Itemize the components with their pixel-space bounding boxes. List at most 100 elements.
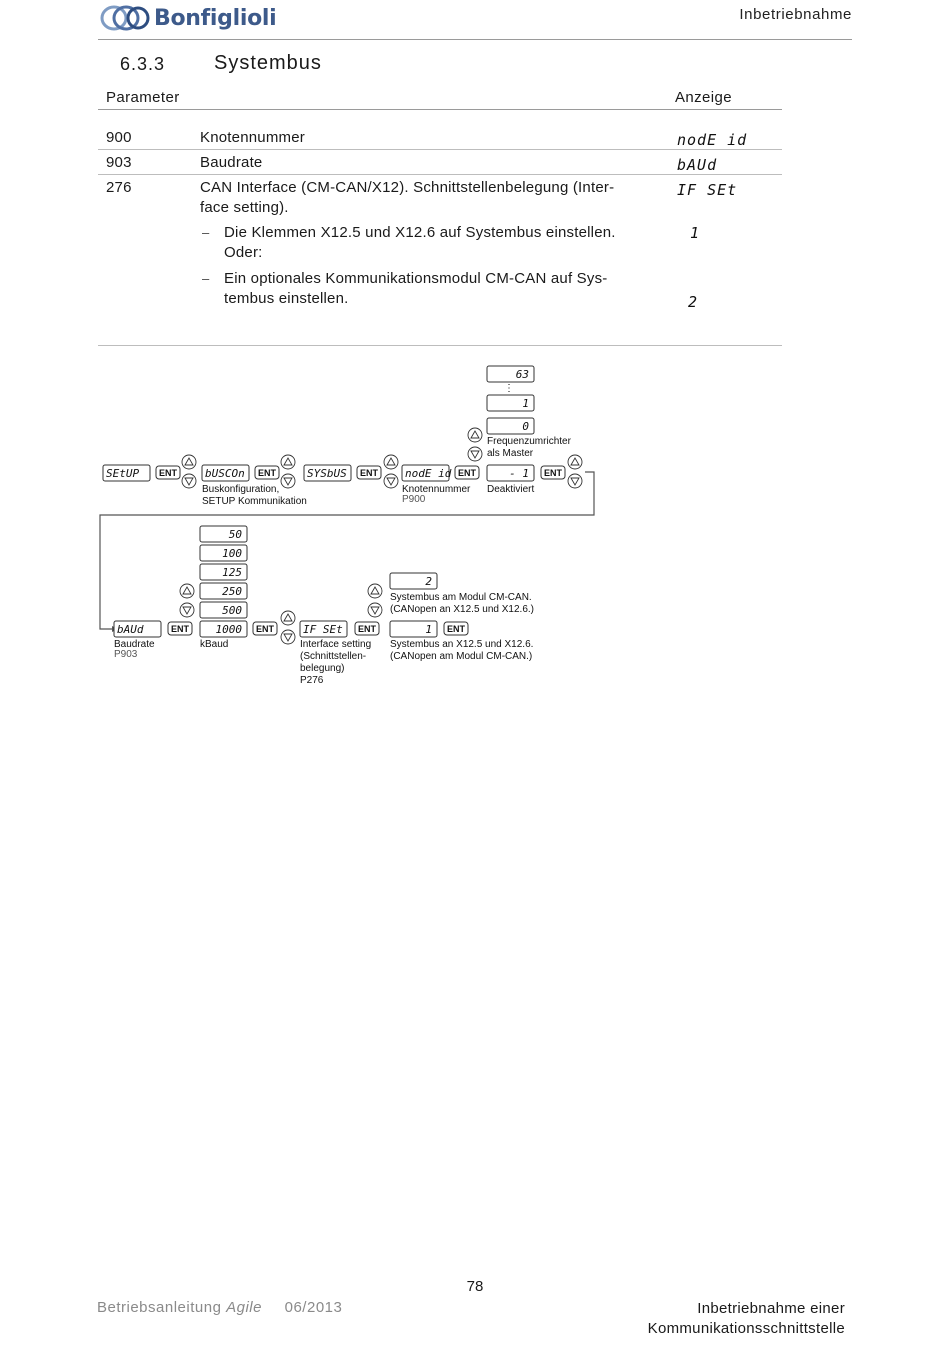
- ent-key-icon: [252, 621, 278, 636]
- lcd-nodeid: nodE id: [405, 467, 452, 480]
- label-buskonf-line2: SETUP Kommunikation: [202, 496, 307, 507]
- column-header-display: Anzeige: [675, 89, 733, 106]
- up-arrow-key-icon: [467, 427, 483, 443]
- table-header-divider: [98, 109, 782, 110]
- lcd-box: [102, 464, 151, 482]
- display-value: nodE id: [677, 131, 748, 149]
- param-number: 276: [106, 179, 132, 196]
- footer-product: Agile: [226, 1299, 262, 1316]
- baud-value: 500: [222, 604, 242, 617]
- lcd-box: [389, 620, 438, 638]
- lcd-ifset: IF SEt: [303, 623, 343, 636]
- menu-navigation-diagram: 63 ⋮ 1 0 Frequenzumrichter als Master SE…: [99, 365, 595, 686]
- bullet-text-line1: Die Klemmen X12.5 und X12.6 auf Systembu…: [224, 224, 616, 241]
- row-divider: [98, 149, 782, 150]
- lcd-value: 1: [522, 397, 529, 410]
- label-p900: P900: [402, 494, 426, 505]
- ent-label: ENT: [360, 468, 379, 478]
- header-divider: [98, 39, 852, 40]
- ent-label: ENT: [171, 624, 190, 634]
- down-arrow-key-icon: [280, 629, 296, 645]
- lcd-box: [199, 620, 248, 638]
- lcd-value: 0: [522, 420, 529, 433]
- up-arrow-key-icon: [181, 454, 197, 470]
- param-text: Baudrate: [200, 154, 263, 171]
- page-number: 78: [466, 1278, 484, 1295]
- brand-logo: Bonfiglioli: [100, 4, 277, 32]
- down-arrow-key-icon: [181, 473, 197, 489]
- ent-key-icon: [254, 465, 280, 480]
- label-master-line1: Frequenzumrichter: [487, 436, 572, 447]
- ent-key-icon: [356, 465, 382, 480]
- lcd-box: [486, 394, 535, 412]
- ent-key-icon: [354, 621, 380, 636]
- footer-chapter-line1: Inbetriebnahme einer: [697, 1300, 845, 1317]
- label-if-line1: Interface setting: [300, 639, 371, 650]
- lcd-box: [199, 563, 248, 581]
- label-if-line3: belegung): [300, 663, 344, 674]
- lcd-sysbus: SYSbUS: [307, 467, 347, 480]
- param-text-line2: face setting).: [200, 199, 289, 216]
- down-arrow-key-icon: [280, 473, 296, 489]
- baud-value: 250: [222, 585, 242, 598]
- label-opt1-line2: (CANopen am Modul CM-CAN.): [390, 651, 532, 662]
- ent-key-icon: [443, 621, 469, 636]
- baud-value: 50: [229, 528, 243, 541]
- ent-key-icon: [454, 465, 480, 480]
- header-section-label: Inbetriebnahme: [739, 6, 852, 23]
- baud-value: 125: [222, 566, 242, 579]
- footer-manual-info: Betriebsanleitung Agile 06/2013: [97, 1299, 342, 1316]
- down-arrow-key-icon: [367, 602, 383, 618]
- baud-value: 1000: [216, 623, 243, 636]
- up-arrow-key-icon: [367, 583, 383, 599]
- down-arrow-key-icon: [567, 473, 583, 489]
- lcd-baud: bAUd: [117, 623, 144, 636]
- footer-chapter-line2: Kommunikationsschnittstelle: [647, 1320, 845, 1337]
- param-text-line1: CAN Interface (CM-CAN/X12). Schnittstell…: [200, 179, 615, 196]
- ent-label: ENT: [458, 468, 477, 478]
- ent-label: ENT: [258, 468, 277, 478]
- lcd-box: [486, 464, 535, 482]
- param-number: 900: [106, 129, 132, 146]
- flow-return-line: [99, 471, 595, 630]
- lcd-box: [199, 582, 248, 600]
- row-divider: [98, 174, 782, 175]
- label-p903: P903: [114, 649, 138, 660]
- lcd-setup: SEtUP: [106, 467, 139, 480]
- lcd-box: [486, 365, 535, 383]
- display-value: 1: [690, 224, 701, 242]
- lcd-box: [199, 525, 248, 543]
- param-text: Knotennummer: [200, 129, 305, 146]
- lcd-box: [199, 544, 248, 562]
- lcd-buscon: bUSCOn: [205, 467, 245, 480]
- ent-label: ENT: [256, 624, 275, 634]
- down-arrow-key-icon: [179, 602, 195, 618]
- bullet-text-line2: Oder:: [224, 244, 263, 261]
- label-p276: P276: [300, 675, 324, 686]
- lcd-box: [486, 417, 535, 435]
- lcd-box: [299, 620, 348, 638]
- lcd-value: 63: [516, 368, 529, 381]
- lcd-option-2: 2: [425, 575, 432, 588]
- vertical-ellipsis: ⋮: [504, 383, 514, 394]
- ent-key-icon: [167, 621, 193, 636]
- ent-label: ENT: [358, 624, 377, 634]
- ent-label: ENT: [447, 624, 466, 634]
- display-value: bAUd: [677, 156, 718, 174]
- label-baudrate: Baudrate: [114, 639, 155, 650]
- ent-key-icon: [540, 465, 566, 480]
- lcd-box: [303, 464, 352, 482]
- label-deaktiviert: Deaktiviert: [487, 484, 534, 495]
- display-value: 2: [688, 293, 699, 311]
- baud-value: 100: [222, 547, 242, 560]
- label-if-line2: (Schnittstellen-: [300, 651, 366, 662]
- bonfiglioli-logo-icon: [100, 5, 150, 31]
- section-title: Systembus: [214, 52, 322, 74]
- lcd-box: [401, 464, 450, 482]
- bullet-dash: –: [202, 271, 210, 286]
- baud-value-list: 50 100 125 250 500 1000: [199, 525, 248, 638]
- lcd-box: [113, 620, 162, 638]
- up-arrow-key-icon: [179, 583, 195, 599]
- label-master-line2: als Master: [487, 448, 534, 459]
- down-arrow-key-icon: [467, 446, 483, 462]
